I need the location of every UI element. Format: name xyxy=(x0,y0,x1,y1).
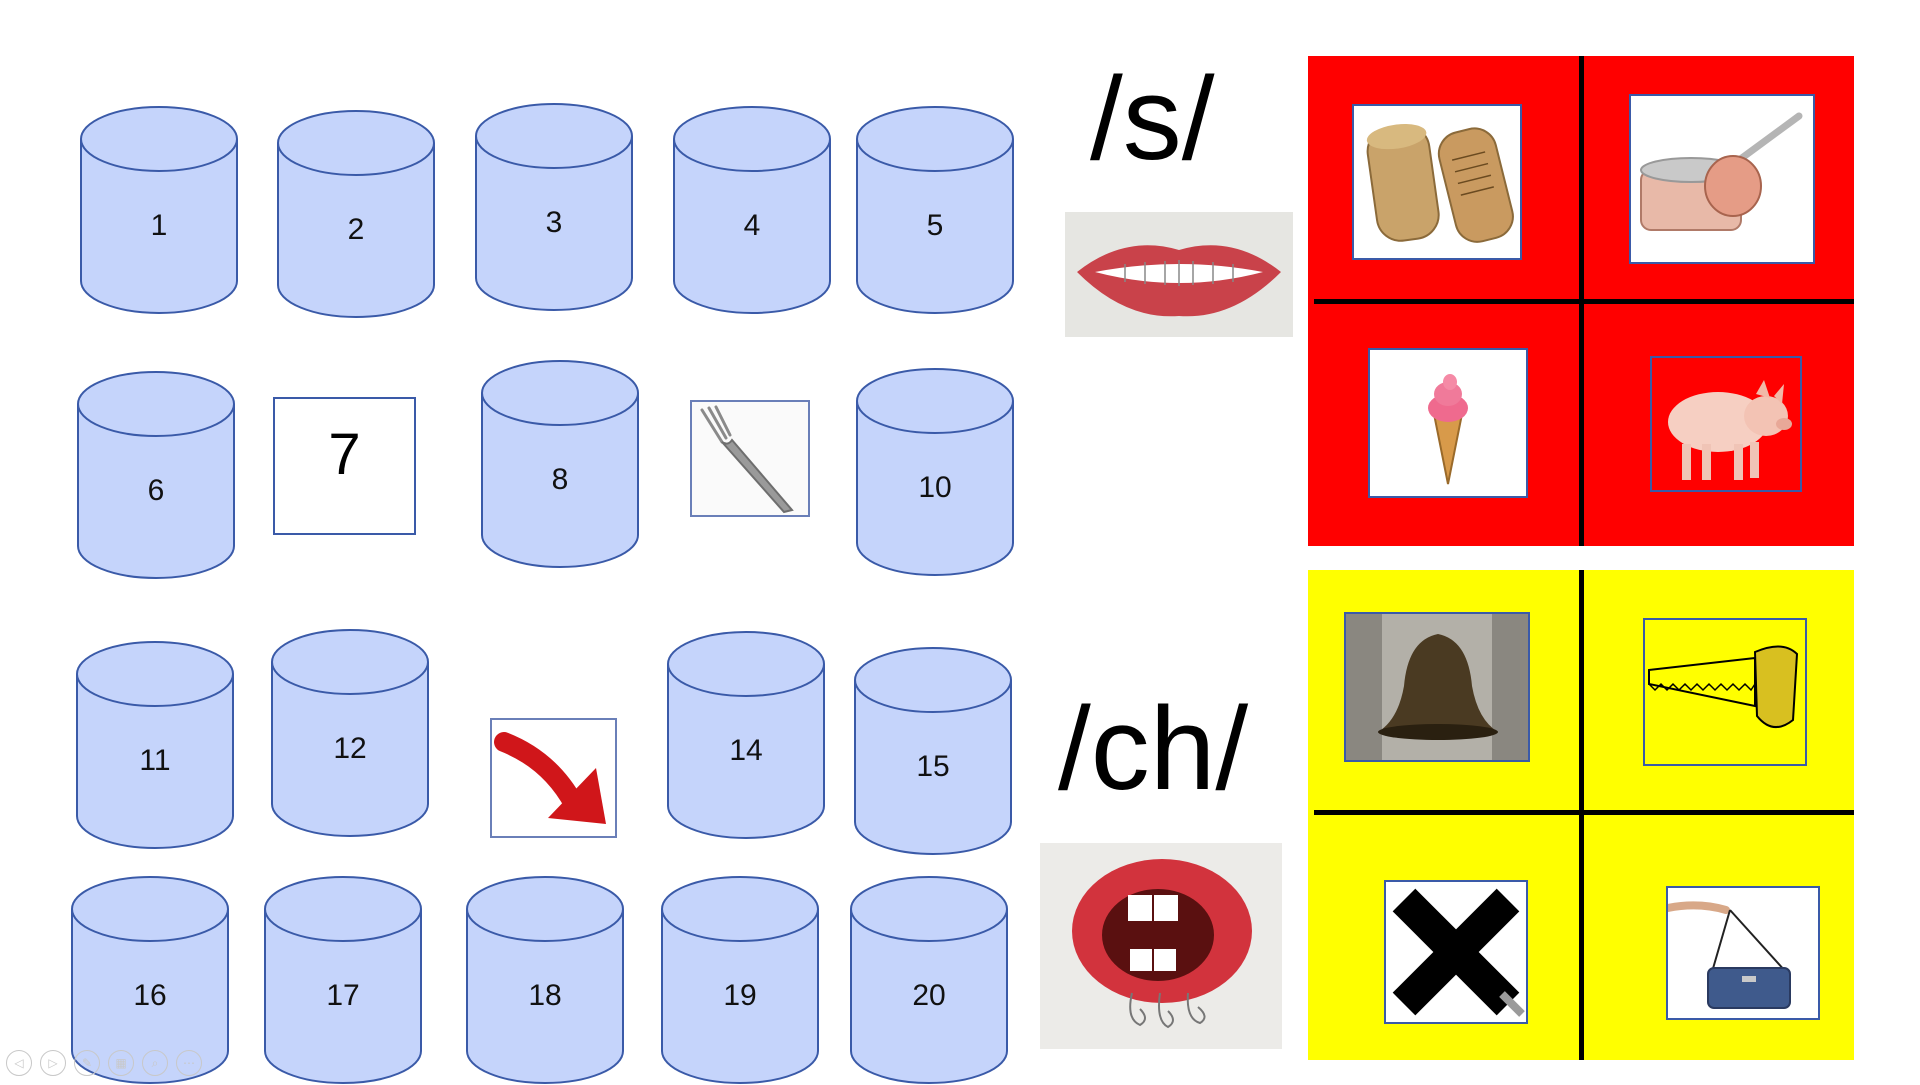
cylinder-number: 20 xyxy=(912,979,946,1012)
cylinder-number: 18 xyxy=(528,979,562,1012)
sound-s-label: /s/ xyxy=(1090,53,1215,185)
mouth-s xyxy=(1065,212,1293,337)
open-lips-icon xyxy=(1072,859,1252,1029)
ch-panel-vline xyxy=(1579,570,1584,1060)
cylinder-8[interactable]: 8 xyxy=(480,359,640,569)
cylinder-14[interactable]: 14 xyxy=(666,630,826,840)
square-7-label: 7 xyxy=(328,422,361,487)
slides-icon[interactable]: ▦ xyxy=(108,1050,134,1076)
pig-icon xyxy=(1652,358,1800,490)
cylinder-number: 16 xyxy=(133,979,167,1012)
cylinder-11[interactable]: 11 xyxy=(75,640,235,850)
cylinder-number: 2 xyxy=(347,213,365,246)
saucepan-icon xyxy=(1640,112,1803,231)
fork-icon xyxy=(692,402,808,515)
cylinder-number: 6 xyxy=(147,474,165,507)
cylinder-2[interactable]: 2 xyxy=(276,109,436,319)
cylinder-15[interactable]: 15 xyxy=(853,646,1013,856)
corks-icon xyxy=(1366,123,1514,243)
cylinder-12[interactable]: 12 xyxy=(270,628,430,838)
cylinder-number: 10 xyxy=(918,471,952,504)
pen-icon[interactable]: ✎ xyxy=(74,1050,100,1076)
zoom-icon[interactable]: ⌕ xyxy=(142,1050,168,1076)
s-item-icecream[interactable] xyxy=(1368,348,1528,498)
handbag-icon xyxy=(1668,901,1791,1009)
arrow-down-right-icon xyxy=(494,732,606,824)
ch-item-saw[interactable] xyxy=(1643,618,1807,766)
cylinder-number: 5 xyxy=(926,209,944,242)
cylinder-number: 4 xyxy=(743,209,761,242)
cylinder-number: 11 xyxy=(139,744,171,777)
ch-panel xyxy=(1308,570,1854,1060)
s-panel xyxy=(1308,56,1854,546)
s-item-pig[interactable] xyxy=(1650,356,1802,492)
cylinder-number: 14 xyxy=(729,734,763,767)
cylinder-number: 17 xyxy=(326,979,360,1012)
more-icon[interactable]: ⋯ xyxy=(176,1050,202,1076)
s-item-saucepan[interactable] xyxy=(1629,94,1815,264)
mouth-ch xyxy=(1040,843,1282,1049)
black-cross-icon xyxy=(1392,888,1525,1017)
s-item-corks[interactable] xyxy=(1352,104,1522,260)
cylinder-number: 8 xyxy=(551,463,569,496)
ch-panel-hline xyxy=(1314,810,1854,815)
cylinder-1[interactable]: 1 xyxy=(79,105,239,315)
s-panel-hline xyxy=(1314,299,1854,304)
cylinder-17[interactable]: 17 xyxy=(263,875,423,1085)
bell-icon xyxy=(1346,614,1528,760)
fork-card[interactable] xyxy=(690,400,810,517)
arrow-card[interactable] xyxy=(490,718,617,838)
cylinder-number: 3 xyxy=(545,206,563,239)
ch-item-handbag[interactable] xyxy=(1666,886,1820,1020)
cylinder-18[interactable]: 18 xyxy=(465,875,625,1085)
cylinder-4[interactable]: 4 xyxy=(672,105,832,315)
cylinder-10[interactable]: 10 xyxy=(855,367,1015,577)
cylinder-number: 1 xyxy=(150,209,168,242)
saw-icon xyxy=(1645,620,1805,764)
ch-item-bell[interactable] xyxy=(1344,612,1530,762)
sound-ch-label: /ch/ xyxy=(1058,683,1249,815)
cylinder-3[interactable]: 3 xyxy=(474,102,634,312)
smiling-lips-icon xyxy=(1077,245,1281,317)
cylinder-19[interactable]: 19 xyxy=(660,875,820,1085)
cylinder-number: 12 xyxy=(333,732,367,765)
ch-item-cross[interactable] xyxy=(1384,880,1528,1024)
cylinder-number: 19 xyxy=(723,979,757,1012)
square-7[interactable]: 7 xyxy=(273,397,416,535)
cylinder-6[interactable]: 6 xyxy=(76,370,236,580)
cylinder-number: 15 xyxy=(916,750,950,783)
cylinder-20[interactable]: 20 xyxy=(849,875,1009,1085)
ice-cream-cone-icon xyxy=(1428,374,1468,485)
prev-icon[interactable]: ◁ xyxy=(6,1050,32,1076)
cylinder-16[interactable]: 16 xyxy=(70,875,230,1085)
cylinder-5[interactable]: 5 xyxy=(855,105,1015,315)
slideshow-toolbar: ◁ ▷ ✎ ▦ ⌕ ⋯ xyxy=(6,1050,202,1080)
next-icon[interactable]: ▷ xyxy=(40,1050,66,1076)
